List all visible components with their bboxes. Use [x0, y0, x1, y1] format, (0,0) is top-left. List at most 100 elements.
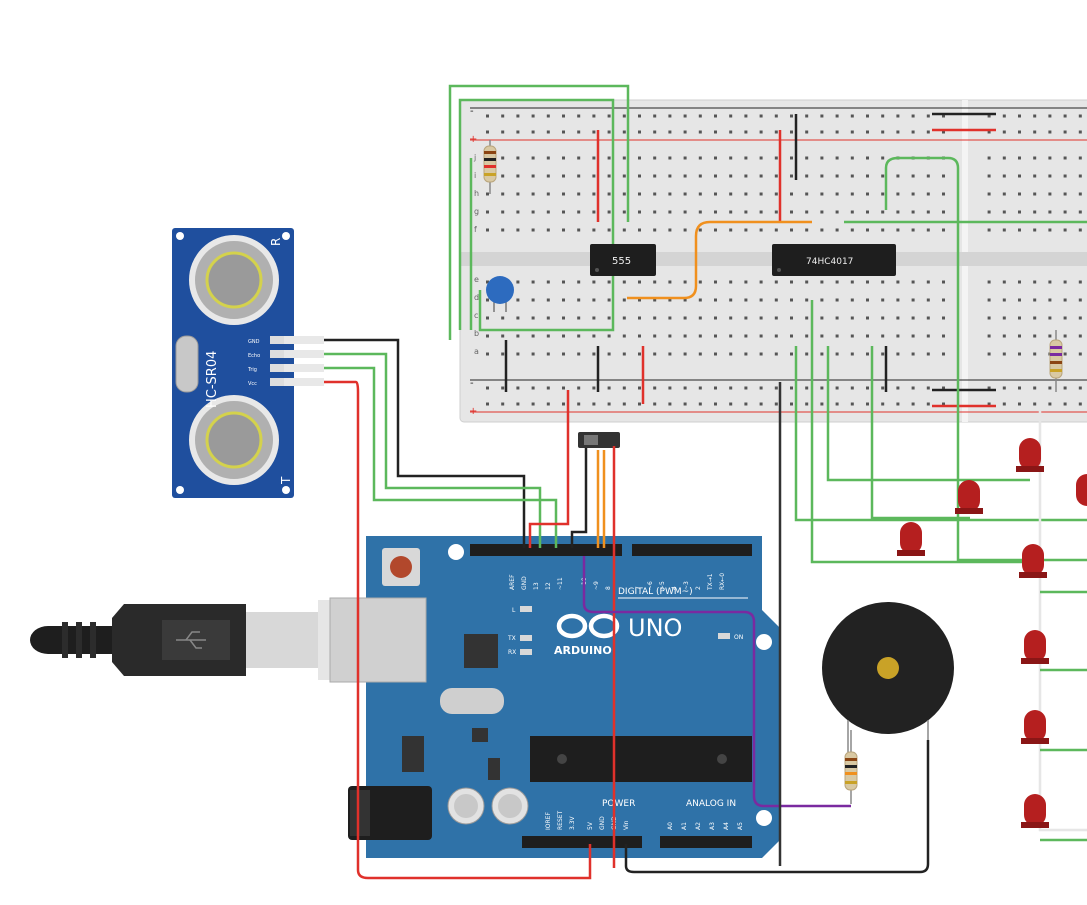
breadboard-hole — [516, 316, 520, 320]
led-3[interactable] — [897, 522, 925, 556]
breadboard-hole — [835, 210, 839, 214]
breadboard-hole — [577, 334, 581, 338]
led-8[interactable] — [1021, 794, 1049, 828]
breadboard-hole — [668, 334, 672, 338]
breadboard-hole — [698, 210, 702, 214]
breadboard-hole — [835, 280, 839, 284]
breadboard-hole — [668, 402, 672, 406]
breadboard-hole — [531, 130, 535, 134]
breadboard-hole — [820, 316, 824, 320]
chip-74hc4017[interactable]: 74HC4017 — [772, 244, 896, 276]
capacitor-ceramic[interactable] — [486, 276, 514, 312]
resistor-timer[interactable] — [483, 140, 497, 194]
led-6[interactable] — [1021, 630, 1049, 664]
ultrasonic-sensor[interactable]: HC-SR04 R T GND Echo Trig Vcc — [172, 228, 324, 498]
breadboard-hole — [638, 352, 641, 356]
breadboard-hole — [607, 156, 611, 160]
arduino-uno[interactable]: UNO ARDUINO DIGITAL (PWM~) POWER ANALOG … — [329, 536, 780, 858]
breadboard-hole — [759, 210, 763, 214]
breadboard-hole — [850, 334, 854, 338]
breadboard-hole — [1018, 402, 1021, 406]
breadboard-hole — [562, 402, 565, 406]
breadboard-hole — [987, 352, 991, 356]
breadboard-hole — [577, 210, 581, 214]
breadboard-hole — [546, 210, 550, 214]
led-4[interactable] — [1076, 474, 1087, 506]
breadboard-hole — [729, 334, 733, 338]
breadboard-hole — [592, 174, 596, 178]
breadboard-hole — [1018, 130, 1021, 134]
breadboard-hole — [942, 402, 945, 406]
breadboard-hole — [668, 298, 672, 302]
breadboard-hole — [987, 402, 991, 406]
breadboard-hole — [501, 334, 505, 338]
breadboard-hole — [698, 334, 702, 338]
led-5[interactable] — [1019, 544, 1047, 578]
breadboard-hole — [683, 228, 687, 232]
breadboard-hole — [729, 210, 733, 214]
rail-minus-bottom: - — [470, 378, 474, 389]
breadboard-hole — [562, 130, 565, 134]
breadboard-hole — [653, 334, 657, 338]
led-2[interactable] — [955, 480, 983, 514]
breadboard-hole — [1063, 386, 1067, 390]
breadboard-hole — [896, 280, 900, 284]
breadboard-hole — [546, 316, 550, 320]
resistor-led[interactable] — [1049, 330, 1063, 392]
breadboard-hole — [1033, 298, 1037, 302]
led-1[interactable] — [1016, 438, 1044, 472]
breadboard-hole — [714, 402, 717, 406]
breadboard-hole — [926, 130, 930, 134]
slide-switch[interactable] — [578, 432, 620, 448]
resistor-buzzer[interactable] — [844, 730, 858, 804]
breadboard-hole — [1078, 114, 1082, 118]
row-labels: j i h g f e d c b a — [473, 153, 479, 356]
breadboard-hole — [744, 298, 748, 302]
breadboard-hole — [1048, 228, 1052, 232]
breadboard-hole — [486, 298, 489, 302]
breadboard-hole — [820, 130, 824, 134]
chip-555[interactable]: 555 — [590, 244, 656, 276]
breadboard-hole — [714, 298, 717, 302]
rail-plus-top: + — [469, 134, 477, 145]
breadboard-hole — [607, 298, 611, 302]
breadboard-hole — [835, 174, 839, 178]
breadboard-hole — [774, 130, 778, 134]
breadboard-hole — [911, 334, 915, 338]
breadboard-hole — [607, 316, 611, 320]
breadboard-hole — [896, 192, 900, 196]
breadboard-hole — [592, 130, 596, 134]
breadboard-hole — [577, 228, 581, 232]
sensor-pin-gnd: GND — [248, 339, 260, 345]
breadboard-hole — [850, 316, 854, 320]
breadboard-hole — [1048, 114, 1052, 118]
breadboard-hole — [850, 156, 854, 160]
breadboard-hole — [942, 280, 945, 284]
breadboard-hole — [805, 114, 809, 118]
breadboard-hole — [987, 334, 991, 338]
breadboard-hole — [942, 228, 945, 232]
breadboard-hole — [1078, 130, 1082, 134]
sensor-pin-echo: Echo — [248, 353, 260, 359]
breadboard-hole — [683, 316, 687, 320]
breadboard-hole — [881, 228, 885, 232]
breadboard-hole — [759, 156, 763, 160]
breadboard-hole — [1048, 192, 1052, 196]
breadboard-hole — [987, 298, 991, 302]
breadboard-hole — [1048, 386, 1052, 390]
breadboard-hole — [896, 130, 900, 134]
breadboard-hole — [942, 298, 945, 302]
breadboard-hole — [805, 174, 809, 178]
breadboard-hole — [820, 210, 824, 214]
breadboard-hole — [683, 352, 687, 356]
breadboard-hole — [1002, 352, 1006, 356]
breadboard-hole — [653, 156, 657, 160]
piezo-buzzer[interactable] — [822, 602, 954, 752]
breadboard-hole — [790, 402, 793, 406]
breadboard-hole — [729, 114, 733, 118]
led-7[interactable] — [1021, 710, 1049, 744]
breadboard-hole — [835, 402, 839, 406]
breadboard-hole — [653, 174, 657, 178]
breadboard-hole — [1018, 298, 1021, 302]
breadboard-hole — [562, 298, 565, 302]
